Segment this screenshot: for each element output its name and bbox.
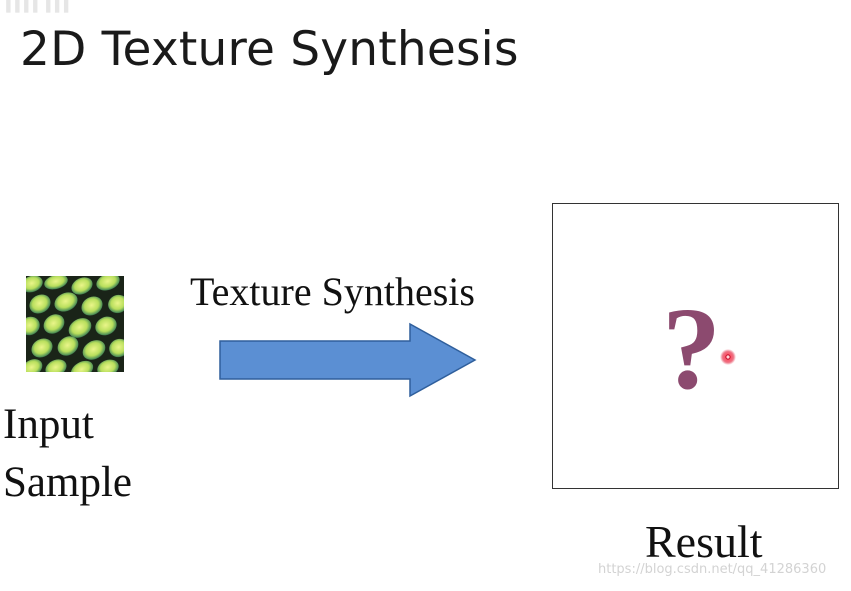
top-watermark-mark: ▐▐▐▐ ▐▐▐ — [2, 0, 69, 13]
texture-sample-image — [26, 276, 124, 372]
arrow-caption: Texture Synthesis — [190, 269, 475, 314]
texture-cells — [26, 276, 124, 372]
arrow-shape — [219, 322, 477, 398]
input-label-line2: Sample — [3, 459, 132, 506]
result-label: Result — [645, 516, 763, 567]
watermark-url: https://blog.csdn.net/qq_41286360 — [598, 562, 827, 577]
result-box — [552, 203, 839, 489]
laser-pointer-icon — [720, 349, 736, 365]
input-label-line1: Input — [3, 401, 94, 448]
input-sample-label: Input Sample — [3, 396, 132, 512]
right-arrow-icon — [219, 322, 477, 398]
slide-title: 2D Texture Synthesis — [20, 22, 519, 77]
question-mark-symbol: ? — [662, 283, 721, 414]
